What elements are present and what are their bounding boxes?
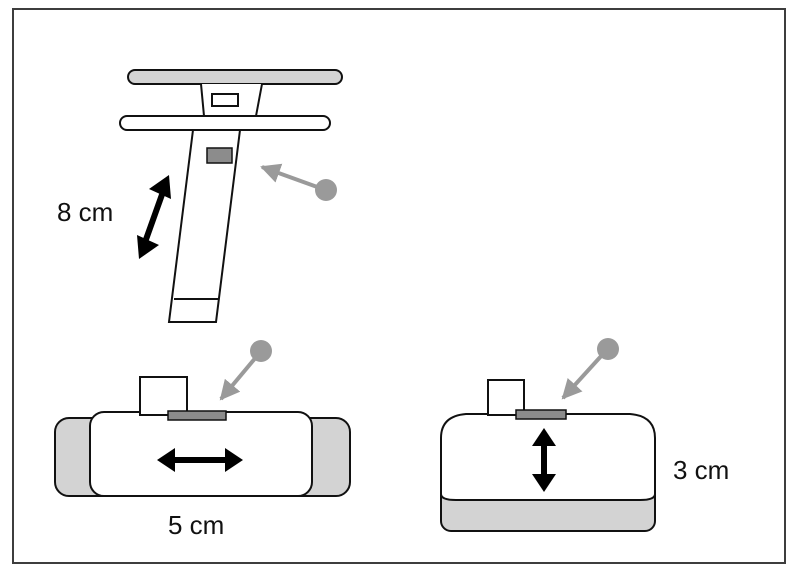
base-width-label: 5 cm (168, 510, 225, 540)
base-width-view (54, 340, 351, 497)
side-plug (487, 379, 525, 416)
top-disc (127, 69, 343, 85)
stand-height-label: 8 cm (57, 197, 114, 227)
figure-frame (12, 8, 786, 564)
base-height-label: 3 cm (673, 455, 730, 485)
side-sensor-patch (515, 409, 567, 420)
post-sensor-pointer (260, 163, 337, 201)
stand-assembly (119, 69, 343, 323)
post-sensor-patch (206, 147, 233, 164)
depth-arrow (532, 428, 556, 492)
height-arrow (137, 175, 171, 259)
post (167, 129, 242, 323)
base-height-view (440, 338, 656, 532)
side-sensor-pointer (561, 338, 619, 400)
base-sensor-pointer (219, 340, 272, 401)
base-plug (139, 376, 188, 416)
width-arrow (157, 448, 243, 472)
base-sensor-patch (167, 410, 227, 421)
top-collar (200, 83, 263, 117)
middle-disc (119, 115, 331, 131)
